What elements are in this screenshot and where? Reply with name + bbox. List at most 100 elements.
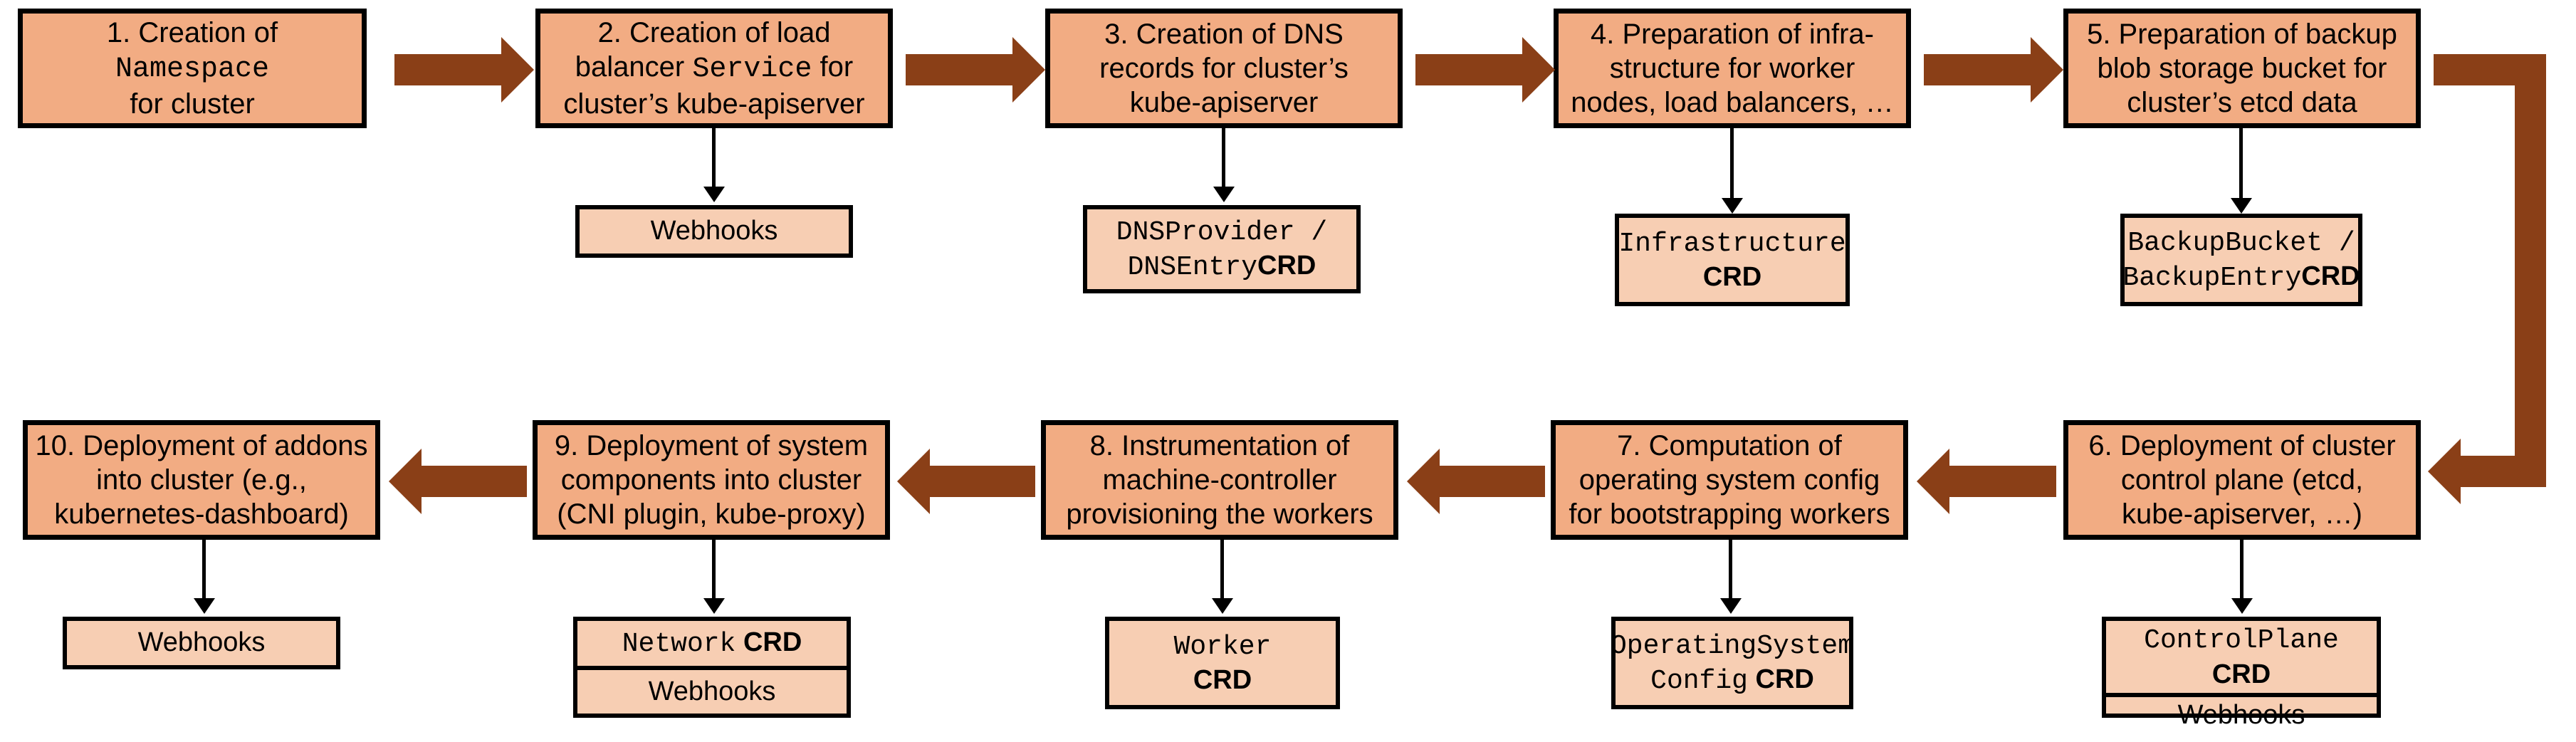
step-5-line-2: blob storage bucket for (2097, 53, 2387, 84)
sub-box-dns-crd[interactable]: DNSProvider / DNSEntryCRD (1083, 205, 1361, 293)
sub-cell-infrastructure-crd: Infrastructure CRD (1618, 218, 1846, 302)
sub-cell-network-crd: Network CRD (577, 621, 847, 666)
step-1-line-2: Namespace (115, 53, 270, 85)
step-box-3[interactable]: 3. Creation of DNS records for cluster’s… (1045, 9, 1403, 128)
osc-crd-label: OperatingSystem Config CRD (1611, 628, 1854, 699)
step-8-line-1: 8. Instrumentation of (1089, 430, 1350, 461)
step-9-text: 9. Deployment of system components into … (545, 429, 878, 531)
step-box-2[interactable]: 2. Creation of load balancer Service for… (535, 9, 893, 128)
step-2-line-1: 2. Creation of load (597, 17, 831, 48)
connector-9-arrowhead (703, 598, 725, 614)
sub-box-network-crd[interactable]: Network CRD Webhooks (573, 617, 851, 718)
step-box-8[interactable]: 8. Instrumentation of machine-controller… (1041, 420, 1398, 540)
arrow-7-to-8 (1440, 466, 1545, 497)
arrow-8-to-9 (930, 466, 1035, 497)
step-box-9[interactable]: 9. Deployment of system components into … (533, 420, 890, 540)
step-9-line-1: 9. Deployment of system (554, 430, 869, 461)
arrow-5-to-6-vertical (2515, 54, 2546, 487)
connector-3-to-crd (1222, 128, 1225, 188)
sub-box-backup-crd[interactable]: BackupBucket / BackupEntryCRD (2120, 214, 2362, 306)
backup-crd-suffix: CRD (2301, 261, 2360, 291)
connector-3-arrowhead (1213, 187, 1235, 202)
step-1-line-3: for cluster (130, 88, 255, 120)
sub-cell-webhooks: Webhooks (580, 209, 849, 254)
backup-crd-line-2: BackupEntry (2122, 263, 2302, 293)
step-box-4[interactable]: 4. Preparation of infra- structure for w… (1554, 9, 1911, 128)
worker-crd-label: Worker CRD (1174, 629, 1272, 698)
dns-crd-label: DNSProvider / DNSEntryCRD (1116, 214, 1327, 285)
network-crd-suffix: CRD (743, 627, 802, 657)
connector-7-arrowhead (1720, 598, 1742, 614)
connector-10-to-webhooks (202, 540, 206, 600)
osc-crd-suffix: CRD (1755, 664, 1814, 694)
connector-4-to-crd (1730, 128, 1734, 199)
step-1-text: 1. Creation of Namespace for cluster (30, 16, 355, 121)
infrastructure-crd-line-1: Infrastructure (1618, 228, 1846, 259)
step-2-text: 2. Creation of load balancer Service for… (548, 16, 881, 121)
sub-cell-webhooks-10: Webhooks (67, 621, 336, 665)
sub-cell-osc-crd: OperatingSystem Config CRD (1611, 621, 1854, 705)
webhooks-10-label: Webhooks (137, 627, 266, 658)
backup-crd-label: BackupBucket / BackupEntryCRD (2122, 225, 2360, 296)
controlplane-webhooks-label: Webhooks (2177, 700, 2305, 730)
arrow-3-to-4 (1415, 54, 1522, 85)
sub-box-webhooks-2[interactable]: Webhooks (575, 205, 853, 258)
sub-box-controlplane-crd[interactable]: ControlPlane CRD Webhooks (2102, 617, 2381, 730)
step-box-7[interactable]: 7. Computation of operating system confi… (1551, 420, 1908, 540)
osc-crd-line-2: Config (1650, 666, 1748, 696)
step-3-line-2: records for cluster’s (1099, 53, 1349, 84)
infrastructure-crd-suffix: CRD (1702, 262, 1762, 292)
connector-6-arrowhead (2231, 598, 2253, 614)
sub-box-osc-crd[interactable]: OperatingSystem Config CRD (1611, 617, 1854, 709)
step-box-5[interactable]: 5. Preparation of backup blob storage bu… (2063, 9, 2421, 128)
step-5-line-3: cluster’s etcd data (2127, 87, 2357, 118)
step-7-line-2: operating system config (1578, 464, 1880, 496)
step-10-line-2: into cluster (e.g., (96, 464, 307, 496)
step-box-6[interactable]: 6. Deployment of cluster control plane (… (2063, 420, 2421, 540)
arrow-2-to-3 (906, 54, 1012, 85)
connector-8-arrowhead (1212, 598, 1233, 614)
controlplane-crd-line-1: ControlPlane (2144, 625, 2339, 656)
step-3-line-3: kube-apiserver (1129, 87, 1319, 118)
arrow-5-to-6-horizontal-bottom (2461, 456, 2546, 487)
sub-box-webhooks-10[interactable]: Webhooks (63, 617, 340, 669)
sub-cell-controlplane-crd: ControlPlane CRD (2106, 621, 2377, 693)
network-crd-label: Network CRD (622, 626, 802, 662)
network-crd-line-1: Network (622, 628, 736, 659)
connector-6-to-crd (2240, 540, 2243, 600)
step-4-line-3: nodes, load balancers, … (1571, 87, 1894, 118)
controlplane-crd-suffix: CRD (2211, 659, 2271, 689)
sub-box-infrastructure-crd[interactable]: Infrastructure CRD (1615, 214, 1850, 306)
sub-cell-backup-crd: BackupBucket / BackupEntryCRD (2122, 218, 2360, 302)
dns-crd-line-1: DNSProvider / (1116, 216, 1328, 248)
arrow-9-to-10 (422, 466, 527, 497)
step-box-1[interactable]: 1. Creation of Namespace for cluster (18, 9, 367, 128)
step-5-text: 5. Preparation of backup blob storage bu… (2075, 17, 2409, 120)
dns-crd-suffix: CRD (1257, 251, 1316, 281)
step-3-line-1: 3. Creation of DNS (1104, 19, 1344, 50)
step-4-line-1: 4. Preparation of infra- (1591, 19, 1874, 50)
step-1-line-1: 1. Creation of (106, 17, 278, 48)
sub-cell-dns-crd: DNSProvider / DNSEntryCRD (1087, 209, 1356, 289)
step-8-line-2: machine-controller (1102, 464, 1337, 496)
connector-5-arrowhead (2231, 198, 2252, 214)
step-box-10[interactable]: 10. Deployment of addons into cluster (e… (23, 420, 380, 540)
step-9-line-3: (CNI plugin, kube-proxy) (557, 498, 866, 530)
step-6-line-3: kube-apiserver, …) (2122, 498, 2362, 530)
dns-crd-line-2: DNSEntry (1127, 252, 1258, 283)
step-8-text: 8. Instrumentation of machine-controller… (1053, 429, 1386, 531)
backup-crd-line-1: BackupBucket / (2127, 227, 2355, 258)
sub-cell-worker-crd: Worker CRD (1109, 621, 1336, 705)
step-7-line-1: 7. Computation of (1617, 430, 1842, 461)
webhooks-label: Webhooks (650, 216, 778, 246)
connector-10-arrowhead (194, 598, 215, 614)
arrow-6-to-7 (1949, 466, 2056, 497)
sub-cell-controlplane-webhooks: Webhooks (2106, 693, 2377, 734)
arrow-4-to-5 (1924, 54, 2031, 85)
connector-5-to-crd (2239, 128, 2243, 199)
step-4-text: 4. Preparation of infra- structure for w… (1566, 17, 1899, 120)
sub-box-worker-crd[interactable]: Worker CRD (1105, 617, 1340, 709)
connector-2-to-webhooks (712, 128, 716, 188)
step-4-line-2: structure for worker (1609, 53, 1855, 84)
